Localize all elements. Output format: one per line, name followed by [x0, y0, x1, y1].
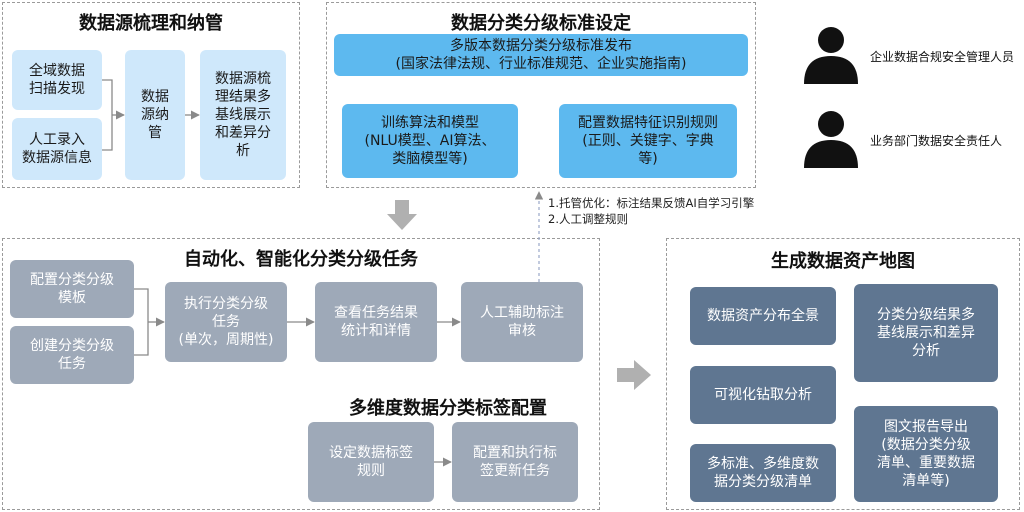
box-tag-rules: 设定数据标签 规则 [308, 422, 434, 502]
box-standard-publish: 多版本数据分类分级标准发布 (国家法律法规、行业标准规范、企业实施指南) [334, 34, 748, 76]
box-multi-baseline: 分类分级结果多 基线展示和差异 分析 [854, 284, 998, 382]
feedback-note-line1: 1.托管优化：标注结果反馈AI自学习引擎 [548, 196, 755, 210]
person-icon [804, 111, 858, 168]
box-view-results: 查看任务结果 统计和详情 [315, 282, 437, 362]
down-arrow-icon [387, 200, 417, 230]
box-manual-review: 人工辅助标注 审核 [461, 282, 583, 362]
box-tag-update-task: 配置和执行标 签更新任务 [452, 422, 578, 502]
feedback-note-line2: 2.人工调整规则 [548, 211, 628, 226]
panel-asset-map-title: 生成数据资产地图 [771, 251, 915, 272]
feedback-note: 1.托管优化：标注结果反馈AI自学习引擎 2.人工调整规则 [548, 196, 754, 227]
panel-datasource-title: 数据源梳理和纳管 [79, 13, 223, 34]
box-manual-entry: 人工录入 数据源信息 [12, 118, 102, 180]
panel-tasks-title: 自动化、智能化分类分级任务 [184, 249, 418, 270]
person-icon [804, 27, 858, 84]
right-arrow-icon [617, 360, 651, 390]
box-train-models: 训练算法和模型 (NLU模型、AI算法、 类脑模型等) [342, 104, 518, 178]
box-create-task: 创建分类分级 任务 [10, 326, 134, 384]
box-asset-overview: 数据资产分布全景 [690, 287, 836, 345]
panel-standard-title: 数据分类分级标准设定 [451, 13, 631, 34]
box-execute-task: 执行分类分级 任务 (单次，周期性) [165, 282, 287, 362]
box-classification-list: 多标准、多维度数 据分类分级清单 [690, 444, 836, 502]
box-drill-analysis: 可视化钻取分析 [690, 366, 836, 424]
box-datasource-manage: 数据 源纳 管 [125, 50, 185, 180]
box-config-template: 配置分类分级 模板 [10, 260, 134, 318]
box-datasource-result: 数据源梳 理结果多 基线展示 和差异分 析 [200, 50, 286, 180]
box-full-scan: 全域数据 扫描发现 [12, 50, 102, 110]
box-feature-rules: 配置数据特征识别规则 (正则、关键字、字典 等) [559, 104, 737, 178]
role-compliance: 企业数据合规安全管理人员 [800, 24, 1020, 84]
role-business-label: 业务部门数据安全责任人 [870, 134, 1003, 148]
tag-config-subtitle: 多维度数据分类标签配置 [349, 398, 547, 419]
box-report-export: 图文报告导出 (数据分类分级 清单、重要数据 清单等) [854, 406, 998, 502]
role-compliance-label: 企业数据合规安全管理人员 [870, 50, 1015, 64]
role-business: 业务部门数据安全责任人 [800, 108, 1020, 168]
